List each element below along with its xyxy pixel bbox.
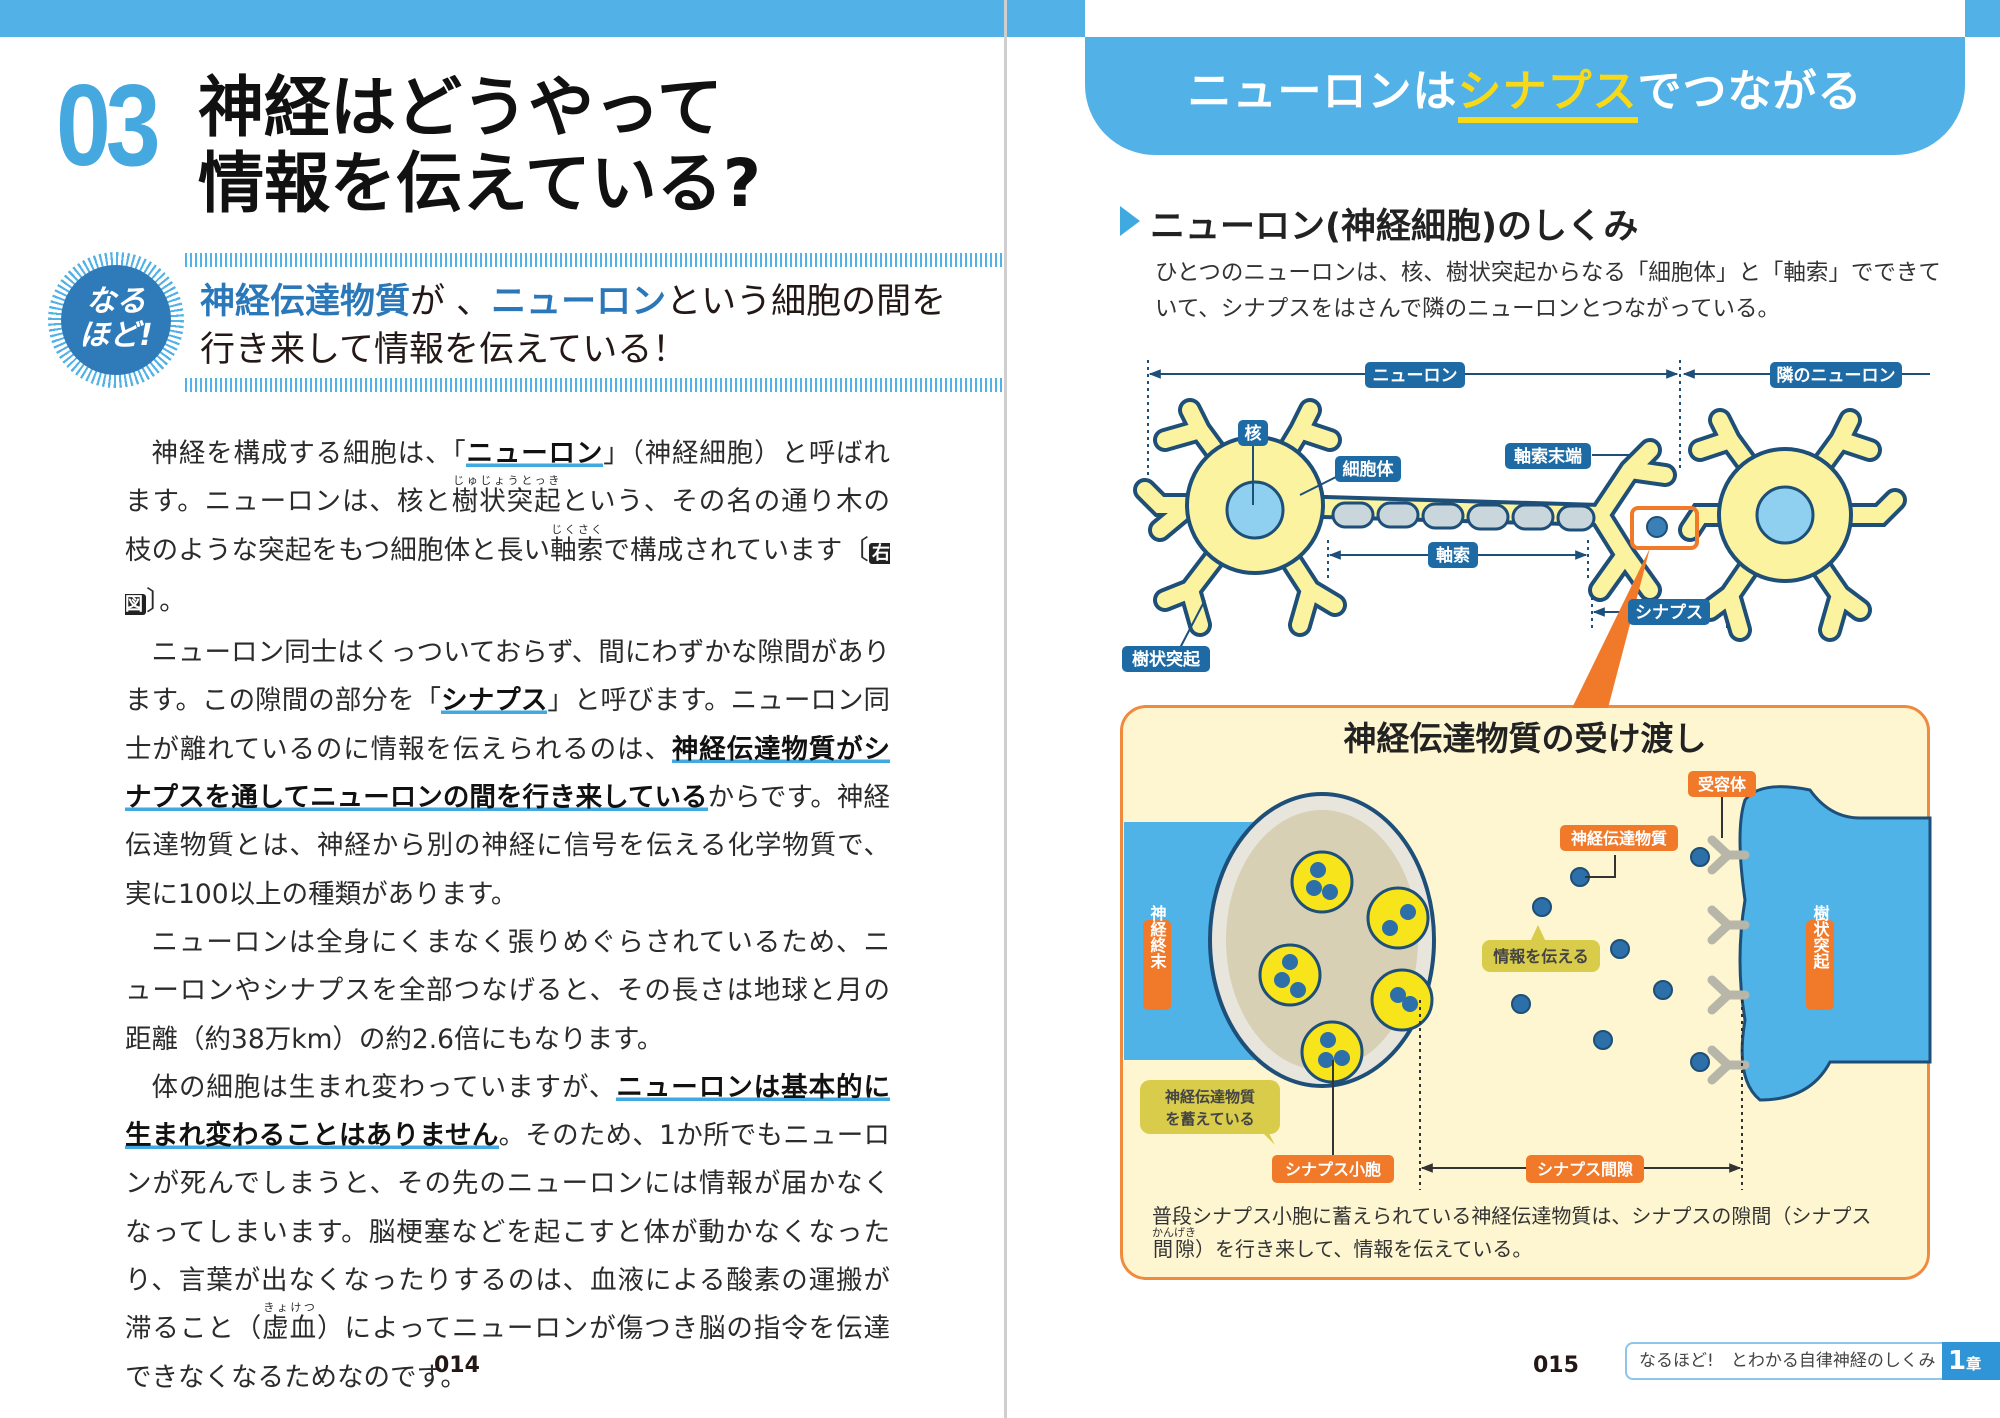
paragraph-1: 神経を構成する細胞は、「ニューロン」（神経細胞）と呼ばれます。ニューロンは、核と… [125,430,890,629]
emphasis: シナプス [441,685,548,717]
synapse-highlight-box [1630,506,1699,550]
title-line-1: 神経はどうやって [198,69,723,146]
banner-text: でつながる [1637,66,1863,117]
nucleus-2 [1755,485,1815,545]
label-cell-body: 細胞体 [1343,459,1395,480]
top-color-bar [1965,0,2000,37]
ruby-term: 間隙かんげき [1152,1226,1196,1261]
top-color-bar [0,0,1004,37]
neuron-labels: ニューロン 隣のニューロン 核 細胞体 軸索末端 軸索 シナプス 樹状突起 [1122,362,1902,672]
chapter-suffix: 章 [1966,1355,1982,1373]
nucleus-1 [1225,480,1285,540]
panel-labels: 受容体 神経伝達物質 神経終末 樹状突起 情報を伝える 神経伝達物質 を蓄えてい… [1140,771,1834,1183]
summary-keyword: ニューロン [491,282,667,322]
section-number: 03 [56,60,161,190]
label-axon-terminal: 軸索末端 [1514,446,1582,467]
callout-transmit-info: 情報を伝える [1493,947,1589,966]
emphasis: ニューロン [466,438,604,469]
section-heading: ニューロン(神経細胞)のしくみ [1150,207,1639,247]
label-panel-dendrite: 樹状突起 [1811,904,1831,970]
label-dendrite: 樹状突起 [1132,649,1201,670]
page-number-right: 015 [1533,1353,1579,1378]
neuron-1 [1133,398,1677,637]
text: ）によってニューロンが傷つき脳の指令を伝達できなくなるためなのです。 [125,1313,891,1393]
label-nucleus: 核 [1245,423,1262,444]
caption-text: ）を行き来して、情報を伝えている。 [1195,1237,1533,1261]
label-synapse: シナプス [1635,602,1703,623]
receptors [1707,835,1750,1085]
paragraph-2: ニューロン同士はくっついておらず、間にわずかな隙間があります。この隙間の部分を「… [125,629,890,919]
page-title: 神経はどうやって 情報を伝えている? [198,70,761,222]
chapter-number: 1 [1948,1346,1967,1376]
ruby-term: 虚血きょけつ [262,1301,318,1345]
badge-line-2: ほど! [79,318,153,353]
ruby-term: 樹状突起じゅじょうとっき [451,474,562,518]
label-axon: 軸索 [1436,545,1470,566]
callout-stored-line-2: を蓄えている [1165,1110,1254,1128]
nerve-ending [1124,792,1436,1088]
vesicle-molecules [1274,862,1418,1068]
neurotransmitter-molecules [1511,847,1710,1072]
myelin-sheath [1331,501,1596,532]
label-neuron: ニューロン [1373,366,1458,386]
neuron-2 [1678,408,1907,642]
label-neurotransmitter: 神経伝達物質 [1571,829,1667,848]
label-nerve-ending: 神経終末 [1148,904,1167,970]
page-spine-divider [1004,0,1007,1418]
text: からです。神経伝達物質とは、神経から別の神経に信号を伝える化学物質で、実に100… [125,782,890,910]
callout-stored-line-1: 神経伝達物質 [1165,1088,1255,1106]
caption-text: 普段シナプス小胞に蓄えられている神経伝達物質は、シナプスの隙間（シナプス [1152,1204,1872,1228]
summary-text-part: という細胞の間を [666,282,947,322]
naruhodo-badge: なる ほど! [48,252,184,388]
text: ニューロン同士はくっついておらず、間にわずかな隙間があります。この隙間の部分を「 [125,637,890,717]
triangle-bullet-icon [1120,206,1140,236]
synapse-knob [1646,516,1668,538]
text: 神経を構成する細胞は、「 [151,438,467,469]
label-receptor: 受容体 [1698,775,1747,794]
label-synaptic-cleft: シナプス間隙 [1537,1160,1633,1179]
banner-text: ニューロンは [1187,66,1458,117]
summary-keyword: 神経伝達物質 [200,282,411,322]
top-color-bar [1007,0,1085,37]
body-text: 神経を構成する細胞は、「ニューロン」（神経細胞）と呼ばれます。ニューロンは、核と… [125,430,890,1402]
text: 体の細胞は生まれ変わっていますが、 [151,1071,617,1103]
panel-title: 神経伝達物質の受け渡し [1344,719,1707,758]
text: で構成されています〔 [603,534,869,566]
badge-line-1: なる [86,284,146,319]
title-line-2: 情報を伝えている? [198,145,761,222]
summary-text-part: 行き来して情報を伝えている！ [200,330,688,370]
text: 」（神経細胞）と呼ばれます。ニューロンは、核と [125,438,891,518]
label-next-neuron: 隣のニューロン [1777,365,1896,386]
dendrite-terminal [1707,785,1932,1102]
text: 。そのため、1か所でもニューロンが死んでしまうと、その先のニューロンには情報が届… [125,1120,890,1345]
text: 」と呼びます。ニューロン同士が離れているのに情報を伝えられるのは、 [125,685,891,765]
summary-text: 神経伝達物質が 、ニューロンという細胞の間を 行き来して情報を伝えている！ [200,278,1000,374]
chapter-badge: 1章 [1942,1342,2000,1380]
text: という、その名の通り木の枝のような突起をもつ細胞体と長い [125,486,891,566]
label-synaptic-vesicle: シナプス小胞 [1285,1160,1381,1179]
section-description: ひとつのニューロンは、核、樹状突起からなる「細胞体」と「軸索」でできていて、シナ… [1155,260,1941,322]
banner-highlight: シナプス [1457,66,1638,123]
ruby-term: 軸索じくさく [550,522,604,566]
paragraph-4: 体の細胞は生まれ変わっていますが、ニューロンは基本的に生まれ変わることはありませ… [125,1064,890,1402]
text: 〕。 [146,585,186,617]
book-title-tag: なるほど! とわかる自律神経のしくみ [1625,1342,1950,1380]
zoom-pointer [1572,548,1650,708]
paragraph-3: ニューロンは全身にくまなく張りめぐらされているため、ニューロンやシナプスを全部つ… [125,926,890,1055]
panel-caption: 普段シナプス小胞に蓄えられている神経伝達物質は、シナプスの隙間（シナプス間隙かん… [1152,1200,1912,1265]
stripe-divider-bottom [185,378,1005,392]
section-banner: ニューロンはシナプスでつながる [1085,37,1965,155]
stripe-divider-top [185,253,1005,267]
page-number-left: 014 [434,1353,480,1378]
summary-text-part: が 、 [410,282,492,322]
